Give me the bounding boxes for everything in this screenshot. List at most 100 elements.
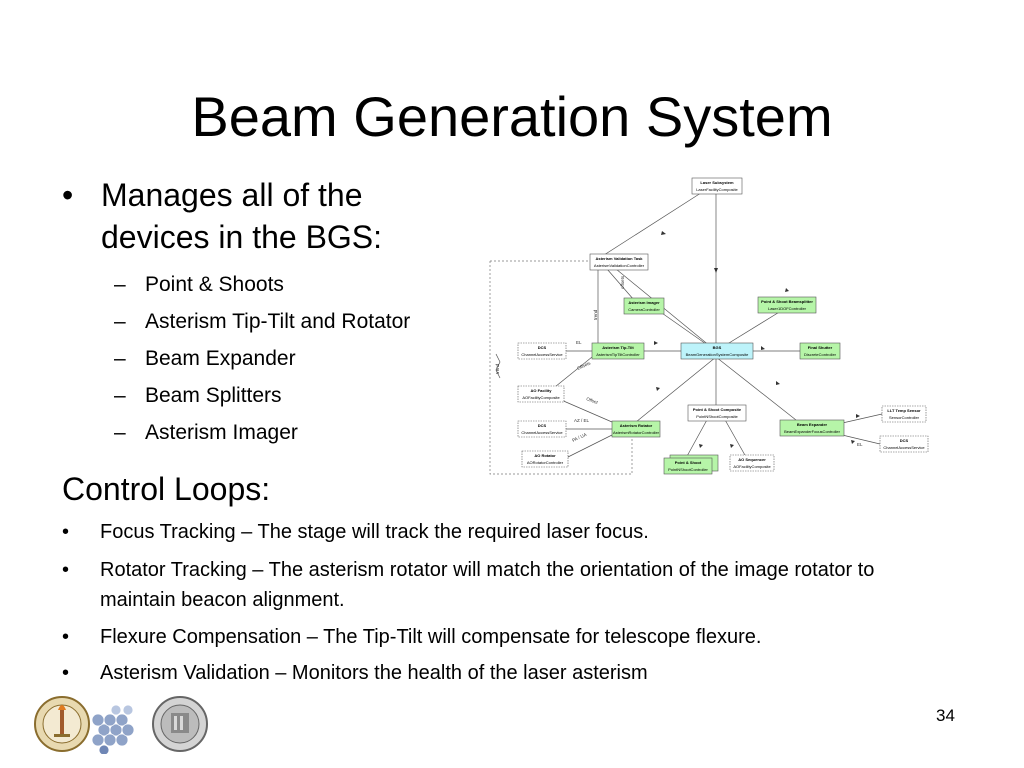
box-frame [729,454,775,472]
box-title: DCS [900,438,909,443]
slide-title: Beam Generation System [191,85,833,148]
bullet-dot: • [62,559,70,581]
control-loop-text: Flexure Compensation – The Tip-Tilt will… [100,626,762,648]
box-subtitle: ChannelAccessService [883,445,925,450]
connector [635,356,717,423]
arrowhead [714,268,718,273]
box-subtitle: BeamExpanderFocusController [784,429,840,434]
control-loop-text: Rotator Tracking – The asterism rotator … [100,559,875,611]
box-subtitle: CameraController [628,307,660,312]
edge-label: offsets [620,275,625,289]
box-title: LLT Temp Sensor [887,408,921,413]
llt-temp-sensor-box: LLT Temp Sensor SensorController [881,405,927,423]
box-subtitle: PointNShootController [668,467,708,472]
box-frame [680,342,754,360]
bullet-dot: • [62,177,74,213]
box-title: Laser Subsystem [700,180,734,185]
box-title: Point & Shoot Beamsplitter [761,299,813,304]
control-loops-heading: Control Loops: [62,471,271,507]
box-title: DCS [538,345,547,350]
control-loop-text: Focus Tracking – The stage will track th… [100,521,649,543]
arrowhead [851,440,855,444]
partner-logos [34,696,208,754]
box-title: DCS [538,423,547,428]
bgs-architecture-diagram: offsets trend EL Offsets Offset trend AZ… [489,177,929,475]
device-item-label: Asterism Imager [145,421,298,444]
connector [685,417,709,459]
box-title: AO Rotator [534,453,556,458]
box-frame [799,342,841,360]
box-title: Asterism Tip-Tilt [602,345,634,350]
enclosure-line [489,260,633,475]
arrowhead [761,346,765,350]
ps-composite-box: Point & Shoot Composite PointNShootCompo… [687,404,747,422]
box-title: Asterism Validation Task [595,256,643,261]
box-title: AO Facility [531,388,553,393]
manages-text: Manages all of the devices in the BGS: [101,177,383,255]
box-title: Asterism Rotator [620,423,653,428]
box-subtitle: AORotatorController [527,460,564,465]
bullet-dot: • [62,662,70,684]
device-item-label: Beam Expander [145,347,296,370]
box-subtitle: AOFacilityComposite [733,464,771,469]
asterism-rotator-box: Asterism Rotator AsterismRotatorControll… [611,420,661,438]
dash-mark: – [114,384,126,407]
box-title: Point & Shoot [675,460,702,465]
box-frame [663,457,713,475]
connector [723,417,747,458]
dcs-box: DCS ChannelAccessService [517,420,567,438]
dash-mark: – [114,273,126,296]
dcs-box: DCS ChannelAccessService [517,342,567,360]
box-subtitle: SensorController [889,415,920,420]
tmt-mirror-logo-icon [91,704,135,754]
laser-subsystem-box: Laser Subsystem LaserFacilityComposite [691,177,743,195]
box-frame [589,253,649,271]
box-title: BGS [713,345,722,350]
final-shutter-box: Final Shutter DiscreteController [799,342,841,360]
box-frame [623,297,665,315]
diagram-edge-labels: offsets trend EL Offsets Offset trend AZ… [495,275,863,447]
ao-sequencer-box: AO Sequencer AOFacilityComposite [729,454,775,472]
edge-label: EL [576,340,582,345]
diagram-boxes: Laser Subsystem LaserFacilityComposite A… [517,177,929,475]
edge-label: trend [495,363,500,374]
box-title: Asterism Imager [628,300,660,305]
box-frame [879,435,929,453]
box-subtitle: BeamGenerationSystemComposite [686,352,749,357]
box-subtitle: AsterismTipTiltController [596,352,640,357]
uc-seal-icon [152,696,208,752]
box-subtitle: DiscreteController [804,352,837,357]
box-frame [757,296,817,314]
arrowhead [661,231,666,235]
dash-mark: – [114,347,126,370]
asterism-imager-box: Asterism Imager CameraController [623,297,665,315]
box-subtitle: AsterismRotatorController [613,430,660,435]
asterism-tip-tilt-box: Asterism Tip-Tilt AsterismTipTiltControl… [591,342,645,360]
box-title: Final Shutter [808,345,833,350]
edge-label: trend [593,309,598,320]
edge-label: EL [857,442,863,447]
box-frame [517,342,567,360]
ao-facility-box: AO Facility AOFacilityComposite [517,385,565,403]
box-frame [521,450,569,468]
connector [615,268,717,352]
caltech-seal-icon [34,696,90,752]
box-subtitle: Laser1DOFController [768,306,807,311]
page-number: 34 [936,706,955,725]
diagram-arrowheads [654,231,860,448]
connector [715,356,797,421]
arrowhead [654,341,658,345]
box-title: AO Sequencer [738,457,766,462]
edge-label: AZ / EL [574,418,590,423]
ao-rotator-box: AO Rotator AORotatorController [521,450,569,468]
edge-label: PA / UA [571,432,587,443]
connector [606,268,635,301]
box-subtitle: ChannelAccessService [521,430,563,435]
box-frame [779,419,845,437]
box-title: Point & Shoot Composite [693,407,742,412]
dcs-box: DCS ChannelAccessService [879,435,929,453]
control-loop-text: Asterism Validation – Monitors the healt… [100,662,648,684]
connector [837,433,881,445]
bullet-dot: • [62,521,70,543]
box-title: Beam Expander [797,422,828,427]
